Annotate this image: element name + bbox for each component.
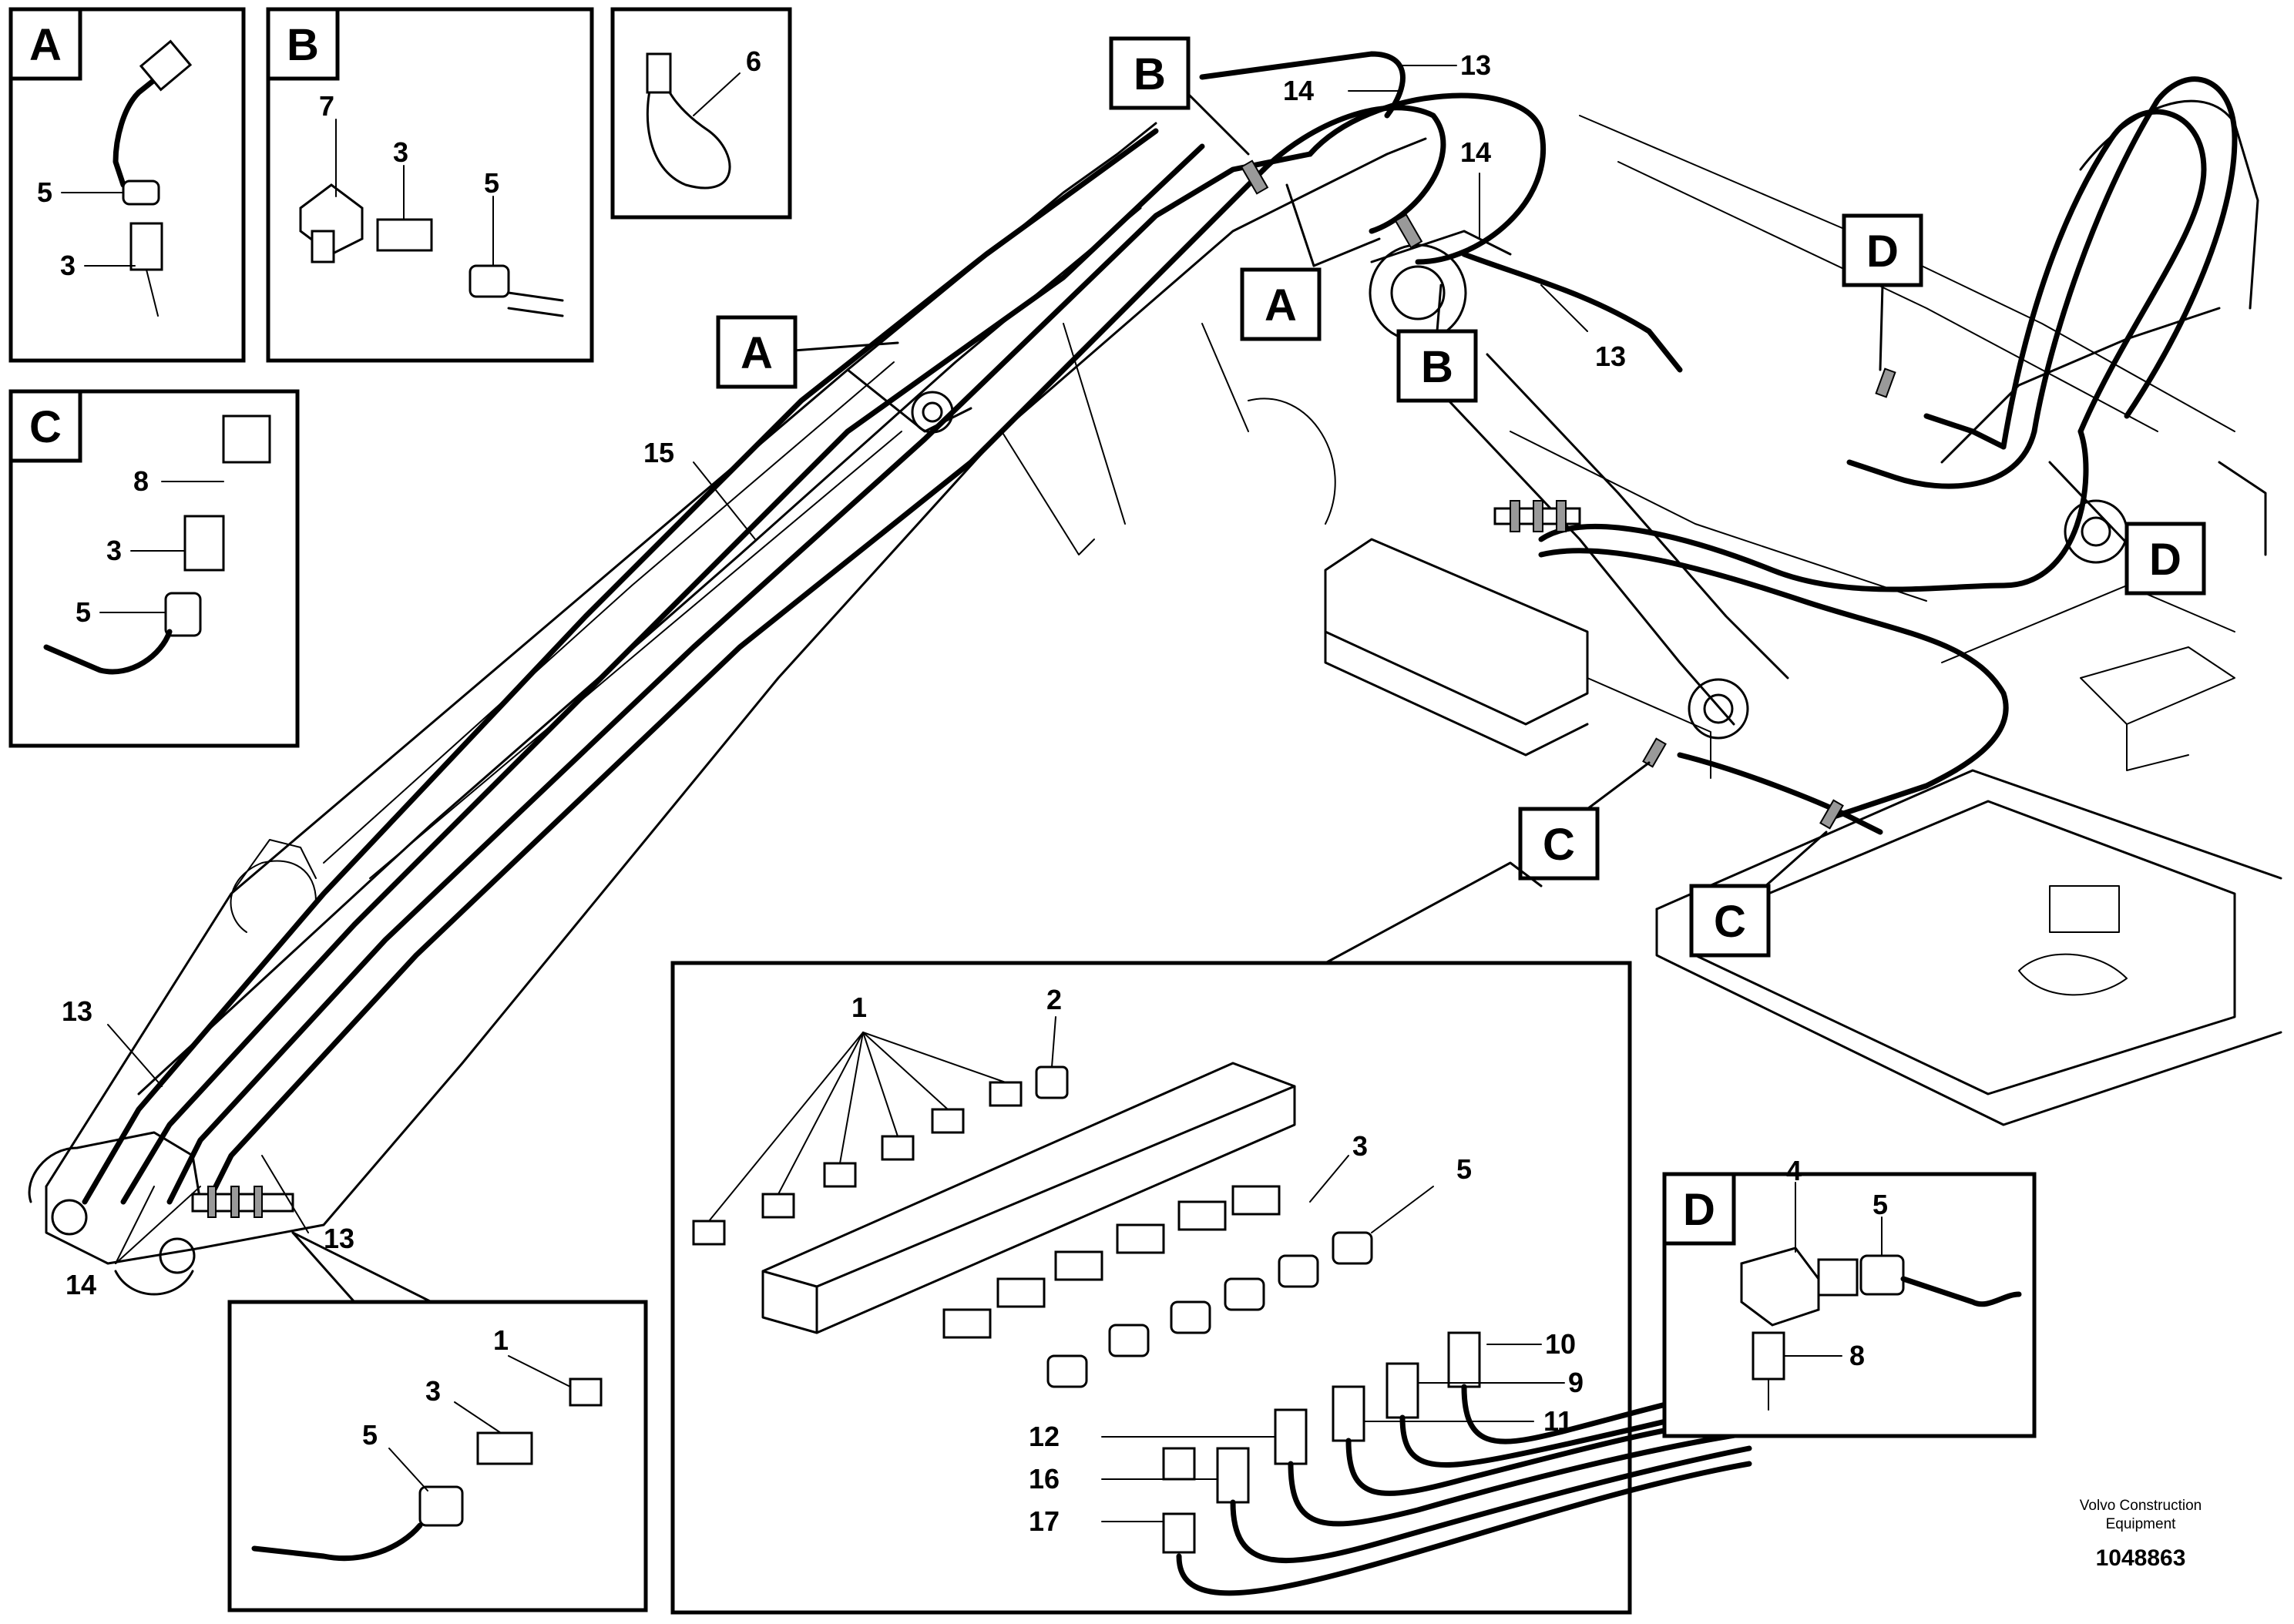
company-line-1: Volvo Construction	[2080, 1498, 2202, 1514]
tie-callout-6: 6	[746, 45, 761, 77]
callout-14-mid: 14	[1460, 136, 1491, 168]
callout-14-top: 14	[1283, 75, 1314, 106]
detail-tag-d-right: D	[2048, 461, 2206, 596]
company-line-2: Equipment	[2106, 1516, 2177, 1532]
detail-d-callout-8: 8	[1849, 1340, 1865, 1371]
detail-tag-b-mid: B	[1396, 284, 1478, 403]
tag-label: B	[1421, 342, 1453, 392]
detail-tag-c-right: C	[1689, 830, 1828, 958]
detail-view-bracket: 1 2	[670, 861, 1752, 1615]
hose-ends	[1162, 1331, 1481, 1554]
boom-structure	[28, 99, 2282, 1296]
detail-d-label: D	[1683, 1185, 1715, 1235]
main-fittings	[191, 159, 1896, 1218]
callout-13-top: 13	[1460, 49, 1491, 81]
bracket-callout-12: 12	[1029, 1421, 1060, 1452]
nipple-callout-5: 5	[362, 1419, 378, 1451]
detail-b-label: B	[287, 20, 319, 70]
detail-c-callout-8: 8	[133, 465, 149, 497]
bracket-callout-16: 16	[1029, 1463, 1060, 1495]
detail-b-callout-3: 3	[393, 136, 408, 168]
tag-label: A	[741, 328, 773, 378]
bracket-callout-5: 5	[1456, 1153, 1472, 1185]
detail-a-label: A	[29, 20, 62, 70]
detail-view-nipple: 1 3 5	[227, 1231, 648, 1612]
detail-c-callout-3: 3	[106, 535, 122, 566]
detail-b-callout-7: 7	[319, 90, 334, 122]
bracket-callout-17: 17	[1029, 1505, 1060, 1537]
coupling-rows	[942, 1185, 1373, 1388]
callout-14-low: 14	[65, 1269, 96, 1300]
detail-view-d: D 4 5 8	[1662, 1155, 2037, 1438]
tag-label: D	[1866, 226, 1899, 277]
bracket-callout-3: 3	[1352, 1130, 1368, 1162]
nipple-callout-3: 3	[425, 1375, 441, 1407]
callout-13-left: 13	[62, 995, 92, 1027]
detail-tag-a-mid: A	[1240, 183, 1381, 341]
tag-label: C	[1714, 897, 1746, 947]
detail-view-b: B 7 3 5	[266, 7, 594, 363]
detail-tag-b-top: B	[1109, 36, 1250, 156]
callout-13-low: 13	[324, 1223, 354, 1254]
document-number: 1048863	[2096, 1545, 2186, 1571]
tag-label: A	[1265, 280, 1297, 331]
detail-a-callout-3: 3	[60, 250, 76, 281]
detail-tag-a-boom: A	[716, 315, 899, 389]
tag-label: B	[1134, 49, 1166, 99]
detail-c-label: C	[29, 402, 62, 452]
bracket-callout-11: 11	[1543, 1405, 1573, 1437]
bracket-callout-9: 9	[1568, 1367, 1584, 1398]
bracket-callout-2: 2	[1046, 984, 1062, 1015]
bracket-callout-1: 1	[851, 992, 867, 1023]
main-callouts: 13 14 14 13 15 13 13 14	[62, 49, 1626, 1300]
nipple-callout-1: 1	[493, 1324, 509, 1356]
hose-bundle	[82, 51, 2238, 1205]
detail-tag-d-top: D	[1842, 213, 1923, 371]
detail-d-callout-5: 5	[1872, 1189, 1888, 1220]
detail-view-tie: 6	[610, 7, 792, 220]
detail-view-c: C 8 3 5	[8, 389, 300, 748]
tag-label: C	[1543, 820, 1575, 870]
nipple-row	[692, 1081, 1023, 1246]
detail-c-callout-5: 5	[76, 596, 91, 628]
detail-b-callout-5: 5	[484, 167, 499, 199]
detail-d-callout-4: 4	[1786, 1155, 1802, 1186]
bracket-callout-10: 10	[1545, 1328, 1576, 1360]
footer-credit: Volvo Construction Equipment 1048863	[2080, 1498, 2202, 1571]
callout-15: 15	[643, 437, 674, 468]
callout-13-mid: 13	[1595, 341, 1626, 372]
detail-tag-c-left: C	[1518, 761, 1651, 881]
detail-a-callout-5: 5	[37, 176, 52, 208]
tag-label: D	[2149, 535, 2181, 585]
detail-view-a: A 5 3	[8, 7, 246, 363]
